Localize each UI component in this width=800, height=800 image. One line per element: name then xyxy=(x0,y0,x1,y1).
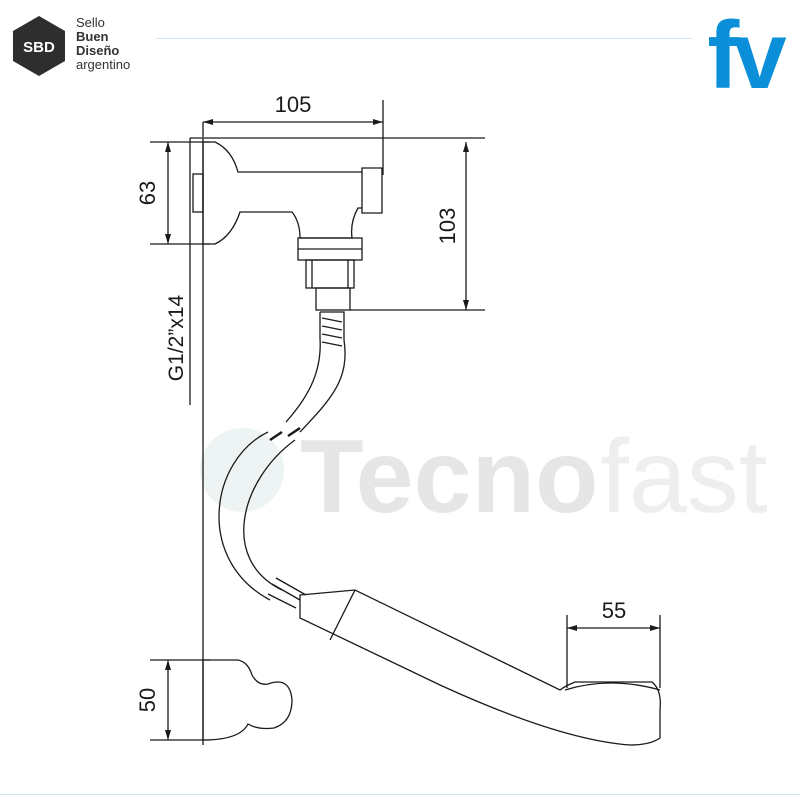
fv-brand-logo: fv xyxy=(707,10,792,102)
sbd-line-2: Buen xyxy=(76,29,109,44)
dimension-103-label: 103 xyxy=(435,208,460,245)
dimension-63: 63 xyxy=(135,141,210,245)
sbd-abbr: SBD xyxy=(23,39,55,56)
dimension-103: 103 xyxy=(350,142,485,311)
dimension-50-label: 50 xyxy=(135,688,160,712)
sbd-line-3: Diseño xyxy=(76,43,120,58)
dimension-105-label: 105 xyxy=(275,92,312,117)
fv-logo-text: fv xyxy=(707,10,786,102)
thread-label: G1/2”x14 xyxy=(165,294,188,381)
sbd-line-1: Sello xyxy=(76,15,105,30)
dimension-50: 50 xyxy=(135,659,210,741)
watermark-light: fast xyxy=(600,420,768,530)
dimension-63-label: 63 xyxy=(135,181,160,205)
footer-divider xyxy=(0,794,800,795)
dimension-105: 105 xyxy=(202,92,384,175)
wall-holder xyxy=(202,659,293,741)
sbd-hexagon-icon: SBD xyxy=(13,16,65,76)
valve-body xyxy=(192,141,383,311)
sbd-label: Sello Buen Diseño argentino xyxy=(76,16,130,72)
dimension-55-label: 55 xyxy=(602,598,626,623)
header-divider xyxy=(156,38,692,39)
flexible-hose xyxy=(218,311,346,609)
dimension-55: 55 xyxy=(566,598,661,688)
tecnofast-watermark: Tecno fast xyxy=(200,420,768,530)
sbd-line-4: argentino xyxy=(76,57,131,72)
watermark-bold: Tecno xyxy=(300,420,599,530)
spout-handle xyxy=(299,589,661,746)
